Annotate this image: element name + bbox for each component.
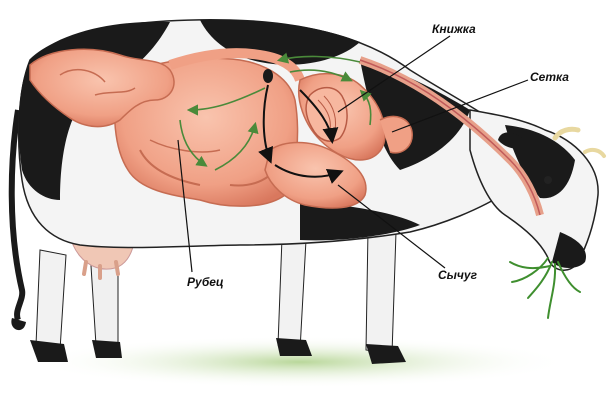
cardia-dot <box>263 69 273 83</box>
label-rubets: Рубец <box>187 275 224 289</box>
eye <box>544 176 552 184</box>
label-knizhka: Книжка <box>432 22 476 36</box>
horn <box>555 129 578 138</box>
label-sychug: Сычуг <box>438 268 477 282</box>
label-setka: Сетка <box>530 70 569 84</box>
